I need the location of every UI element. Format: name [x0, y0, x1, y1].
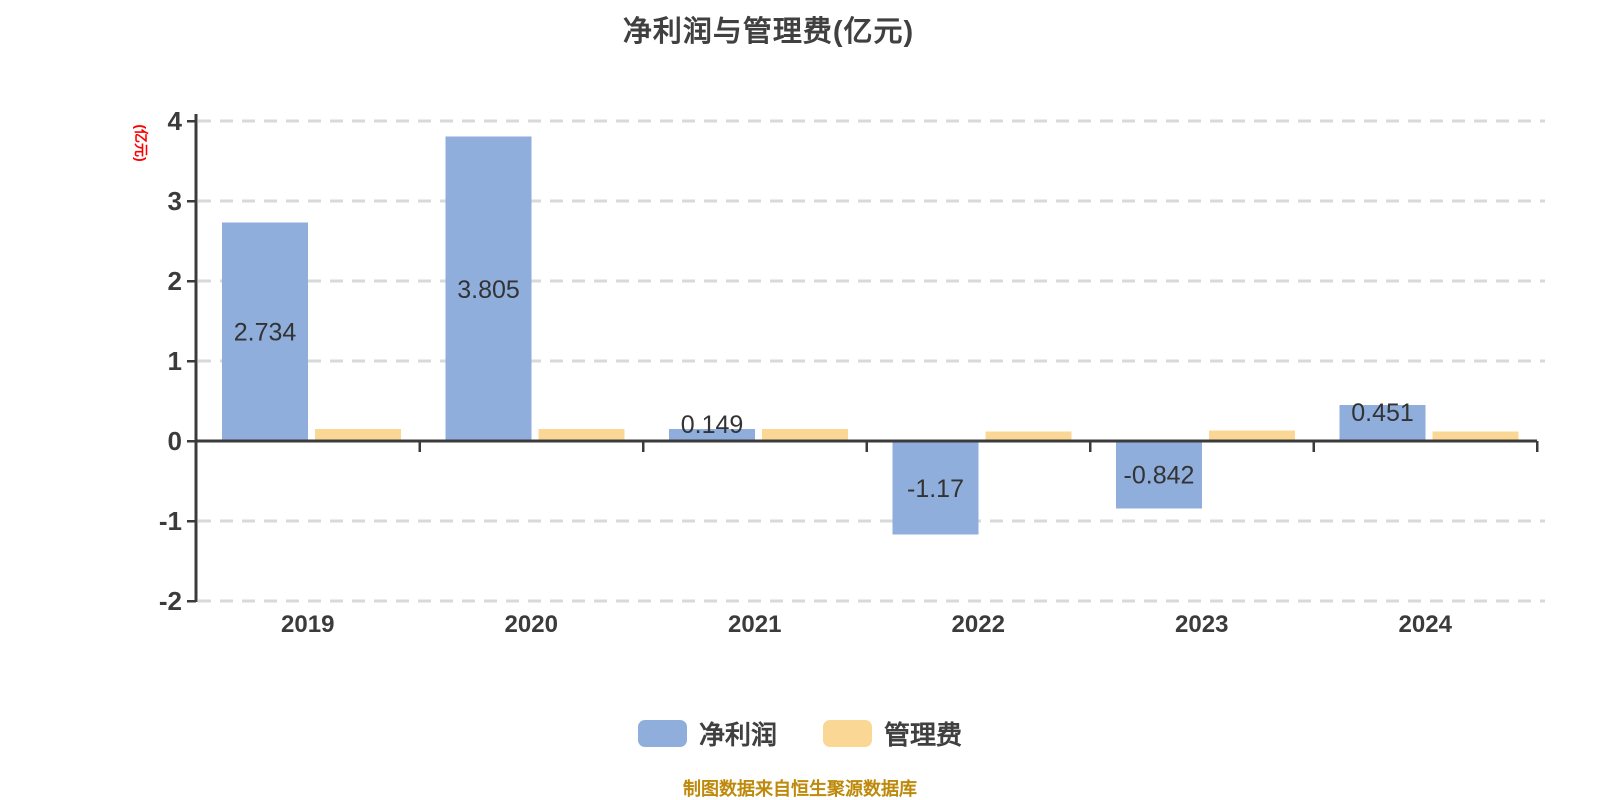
y-tick-label--1: -1: [159, 506, 182, 536]
chart-title: 净利润与管理费(亿元): [622, 16, 915, 48]
y-tick-label--2: -2: [159, 586, 182, 616]
y-tick-label-1: 1: [168, 346, 182, 376]
bar-净利润-2019: [222, 222, 308, 441]
y-tick-label-2: 2: [168, 266, 182, 296]
legend-swatch-mgmt-fee: [823, 720, 872, 747]
legend-label-mgmt-fee: 管理费: [884, 720, 963, 750]
x-category-label-2020: 2020: [505, 611, 558, 638]
bar-管理费-2019: [315, 429, 401, 441]
legend-swatch-net-profit: [637, 720, 687, 747]
legend-item-mgmt-fee: 管理费: [823, 715, 962, 752]
legend-label-net-profit: 净利润: [698, 720, 777, 750]
y-tick-label-3: 3: [168, 186, 182, 216]
bar-管理费-2020: [538, 429, 625, 441]
x-category-label-2023: 2023: [1175, 611, 1228, 638]
bar-净利润-2023: [1116, 441, 1202, 509]
bar-chart: 4 3 2 1 0 -1 -2 2.734 3.805 0.149 -1.17 -0.842 0.451…: [159, 106, 1545, 638]
value-label-2023: -0.842: [1124, 462, 1195, 490]
value-label-2024: 0.451: [1351, 399, 1414, 427]
value-label-2020: 3.805: [457, 276, 520, 304]
bar-管理费-2024: [1432, 431, 1519, 441]
bar-净利润-2024: [1339, 404, 1426, 441]
bar-净利润-2020: [445, 136, 532, 441]
x-category-label-2019: 2019: [281, 611, 334, 638]
legend: 净利润 管理费: [0, 715, 1600, 752]
bar-净利润-2022: [892, 441, 979, 535]
x-category-label-2022: 2022: [952, 611, 1005, 638]
bar-管理费-2023: [1209, 430, 1295, 441]
x-category-label-2021: 2021: [728, 611, 781, 638]
bar-管理费-2021: [762, 429, 848, 441]
legend-item-net-profit: 净利润: [637, 715, 777, 752]
y-tick-label-4: 4: [168, 106, 183, 136]
value-label-2022: -1.17: [907, 475, 964, 503]
y-tick-label-0: 0: [168, 426, 182, 456]
bar-管理费-2022: [985, 431, 1072, 441]
footer-note: 制图数据来自恒生聚源数据库: [683, 779, 917, 799]
bar-净利润-2021: [669, 429, 755, 441]
value-label-2019: 2.734: [234, 319, 297, 347]
x-category-label-2024: 2024: [1399, 611, 1453, 638]
value-label-2021: 0.149: [681, 411, 744, 439]
